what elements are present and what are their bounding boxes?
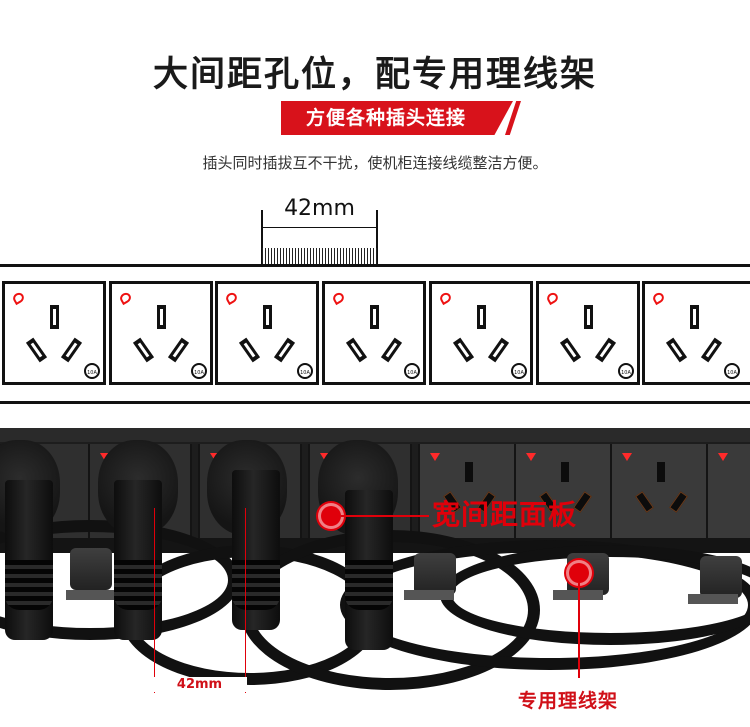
live-pin-slot-icon — [132, 337, 155, 363]
earth-pin-slot-icon — [477, 305, 486, 329]
banner-text: 方便各种插头连接 — [305, 107, 466, 129]
panel-callout-marker-icon — [321, 506, 341, 526]
cable-manager-clip — [414, 553, 456, 595]
plug-spacing-line-right — [245, 508, 246, 693]
live-pin-slot-icon — [452, 337, 475, 363]
earth-pin-slot-icon — [561, 462, 569, 482]
rating-badge: 10A — [297, 363, 313, 379]
earth-pin-slot-icon — [690, 305, 699, 329]
plug-spacing-label: 42mm — [152, 677, 247, 692]
live-pin-slot-icon — [25, 337, 48, 363]
socket-diagram: 10A — [2, 281, 106, 385]
strip-outline-top — [0, 264, 750, 267]
rack-callout-label: 专用理线架 — [518, 690, 619, 712]
live-pin-slot-icon — [238, 337, 261, 363]
socket-diagram: 10A — [322, 281, 426, 385]
earth-pin-slot-icon — [50, 305, 59, 329]
led-indicator-icon — [430, 453, 440, 461]
neutral-pin-slot-icon — [60, 337, 83, 363]
cable-manager-clip — [700, 556, 742, 598]
rating-badge: 10A — [511, 363, 527, 379]
plug-strain-relief — [345, 560, 393, 610]
neutral-pin-slot-icon — [380, 337, 403, 363]
cable-manager-base — [688, 594, 738, 604]
dimension-arrow — [262, 227, 377, 228]
cable-manager-clip — [70, 548, 112, 590]
socket-diagram: 10A — [642, 281, 750, 385]
plug-spacing-line-left — [154, 508, 155, 693]
indicator-icon — [331, 290, 346, 306]
banner-background — [281, 101, 513, 135]
rating-badge: 10A — [191, 363, 207, 379]
indicator-icon — [545, 290, 560, 306]
rating-badge: 10A — [84, 363, 100, 379]
live-pin-slot-icon — [665, 337, 688, 363]
led-indicator-icon — [526, 453, 536, 461]
earth-pin-slot-icon — [657, 462, 665, 482]
earth-pin-slot-icon — [465, 462, 473, 482]
rack-callout-marker-icon — [569, 563, 589, 583]
dimension-tick-left — [261, 210, 263, 264]
pdu-socket-module — [706, 444, 750, 538]
cable-manager-base — [404, 590, 454, 600]
rating-badge: 10A — [724, 363, 740, 379]
rating-badge: 10A — [618, 363, 634, 379]
live-pin-slot-icon — [635, 491, 654, 513]
led-indicator-icon — [718, 453, 728, 461]
neutral-pin-slot-icon — [594, 337, 617, 363]
subtitle: 插头同时插拔互不干扰，使机柜连接线缆整洁方便。 — [202, 154, 548, 172]
rating-badge: 10A — [404, 363, 420, 379]
panel-callout-line — [341, 515, 429, 517]
live-pin-slot-icon — [345, 337, 368, 363]
indicator-icon — [651, 290, 666, 306]
cable-manager-base — [66, 590, 116, 600]
socket-diagram: 10A — [109, 281, 213, 385]
spacing-dimension-label: 42mm — [284, 196, 355, 221]
indicator-icon — [11, 290, 26, 306]
live-pin-slot-icon — [559, 337, 582, 363]
plug-strain-relief — [232, 560, 280, 610]
indicator-icon — [118, 290, 133, 306]
indicator-icon — [224, 290, 239, 306]
pdu-socket-module — [610, 444, 714, 538]
page-title: 大间距孔位，配专用理线架 — [152, 55, 597, 95]
socket-diagram: 10A — [429, 281, 533, 385]
pdu-top-rail — [0, 428, 750, 442]
pdu-socket-module — [418, 444, 522, 538]
panel-callout-label: 宽间距面板 — [432, 498, 578, 531]
earth-pin-slot-icon — [157, 305, 166, 329]
earth-pin-slot-icon — [263, 305, 272, 329]
neutral-pin-slot-icon — [487, 337, 510, 363]
earth-pin-slot-icon — [584, 305, 593, 329]
neutral-pin-slot-icon — [273, 337, 296, 363]
neutral-pin-slot-icon — [167, 337, 190, 363]
rack-callout-line — [578, 583, 580, 678]
led-indicator-icon — [622, 453, 632, 461]
indicator-icon — [438, 290, 453, 306]
earth-pin-slot-icon — [370, 305, 379, 329]
ruler-scale — [262, 248, 377, 264]
dimension-tick-right — [376, 210, 378, 264]
socket-diagram: 10A — [215, 281, 319, 385]
plug-strain-relief — [5, 560, 53, 610]
socket-diagram: 10A — [536, 281, 640, 385]
strip-outline-bottom — [0, 401, 750, 404]
neutral-pin-slot-icon — [700, 337, 723, 363]
neutral-pin-slot-icon — [669, 491, 688, 513]
